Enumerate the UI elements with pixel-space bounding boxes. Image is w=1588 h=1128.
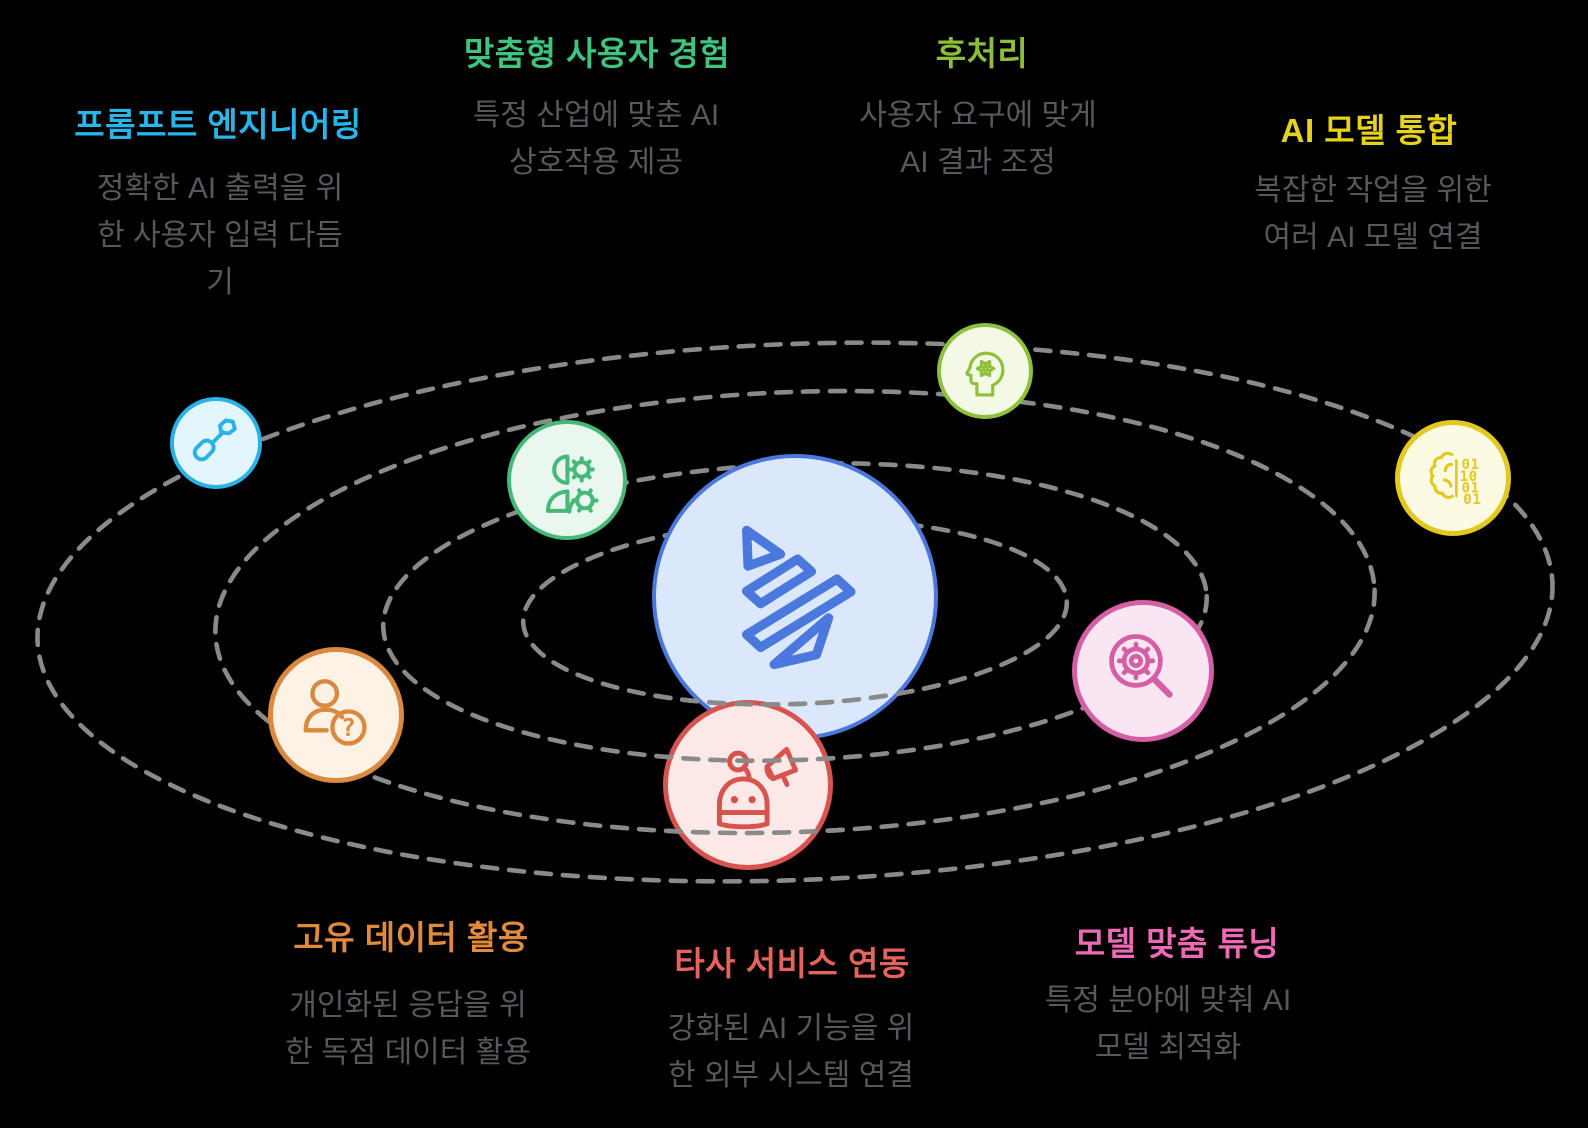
screwdriver-icon <box>192 418 237 462</box>
magnifier-gear-icon <box>1109 634 1173 698</box>
center-logo-node <box>652 454 938 740</box>
node-prompt-engineering-title: 프롬프트 엔지니어링 <box>74 106 362 143</box>
node-third-party-services-title: 타사 서비스 연동 <box>674 945 910 982</box>
node-third-party-services-description: 강화된 AI 기능을 위 한 외부 시스템 연결 <box>667 1012 915 1092</box>
node-unique-data-circle: ? <box>268 647 404 783</box>
brain-binary-icon: 01 10 01 01 <box>1429 451 1481 508</box>
node-ai-model-integration-title: AI 모델 통합 <box>1280 112 1458 149</box>
node-unique-data-title: 고유 데이터 활용 <box>293 919 529 956</box>
stripes-logo-icon <box>742 525 856 670</box>
node-model-tuning-circle <box>1072 600 1214 742</box>
node-prompt-engineering-description: 정확한 AI 출력을 위 한 사용자 입력 다듬 기 <box>96 172 344 299</box>
binary-row: 01 <box>1463 492 1481 508</box>
user-gear-icon <box>545 454 599 514</box>
user-question-icon: ? <box>303 679 368 747</box>
node-custom-user-experience-circle <box>507 420 627 540</box>
question-mark-glyph: ? <box>341 714 356 743</box>
node-unique-data-description: 개인화된 응답을 위 한 독점 데이터 활용 <box>285 989 531 1069</box>
node-model-tuning-description: 특정 분야에 맞춰 AI 모델 최적화 <box>1044 984 1292 1064</box>
node-prompt-engineering-circle <box>170 397 262 489</box>
node-ai-model-integration-circle: 01 10 01 01 <box>1395 420 1511 536</box>
node-ai-model-integration-description: 복잡한 작업을 위한 여러 AI 모델 연결 <box>1254 174 1492 254</box>
node-post-processing-circle <box>937 323 1033 419</box>
node-model-tuning-title: 모델 맞춤 튜닝 <box>1074 925 1280 962</box>
node-third-party-services-circle <box>663 700 833 870</box>
node-custom-user-experience-title: 맞춤형 사용자 경험 <box>463 35 731 72</box>
head-gear-icon <box>965 352 1005 397</box>
node-post-processing-description: 사용자 요구에 맞게 AI 결과 조정 <box>859 99 1097 179</box>
robot-megaphone-icon <box>716 746 798 830</box>
node-custom-user-experience-description: 특정 산업에 맞춘 AI 상호작용 제공 <box>472 99 720 179</box>
node-post-processing-title: 후처리 <box>935 35 1029 72</box>
